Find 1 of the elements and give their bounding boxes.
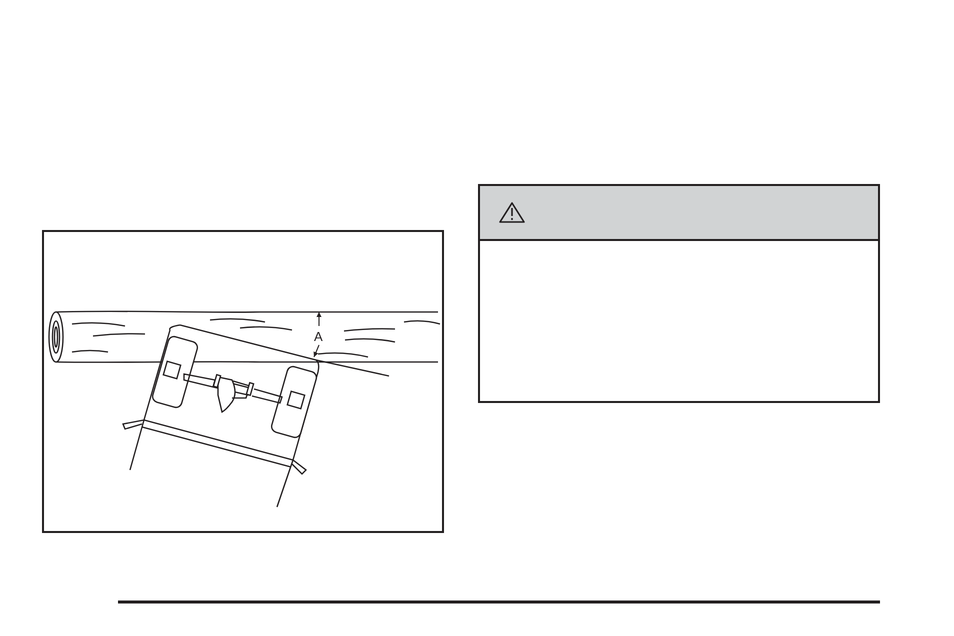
dimension-label: A [313,330,324,344]
